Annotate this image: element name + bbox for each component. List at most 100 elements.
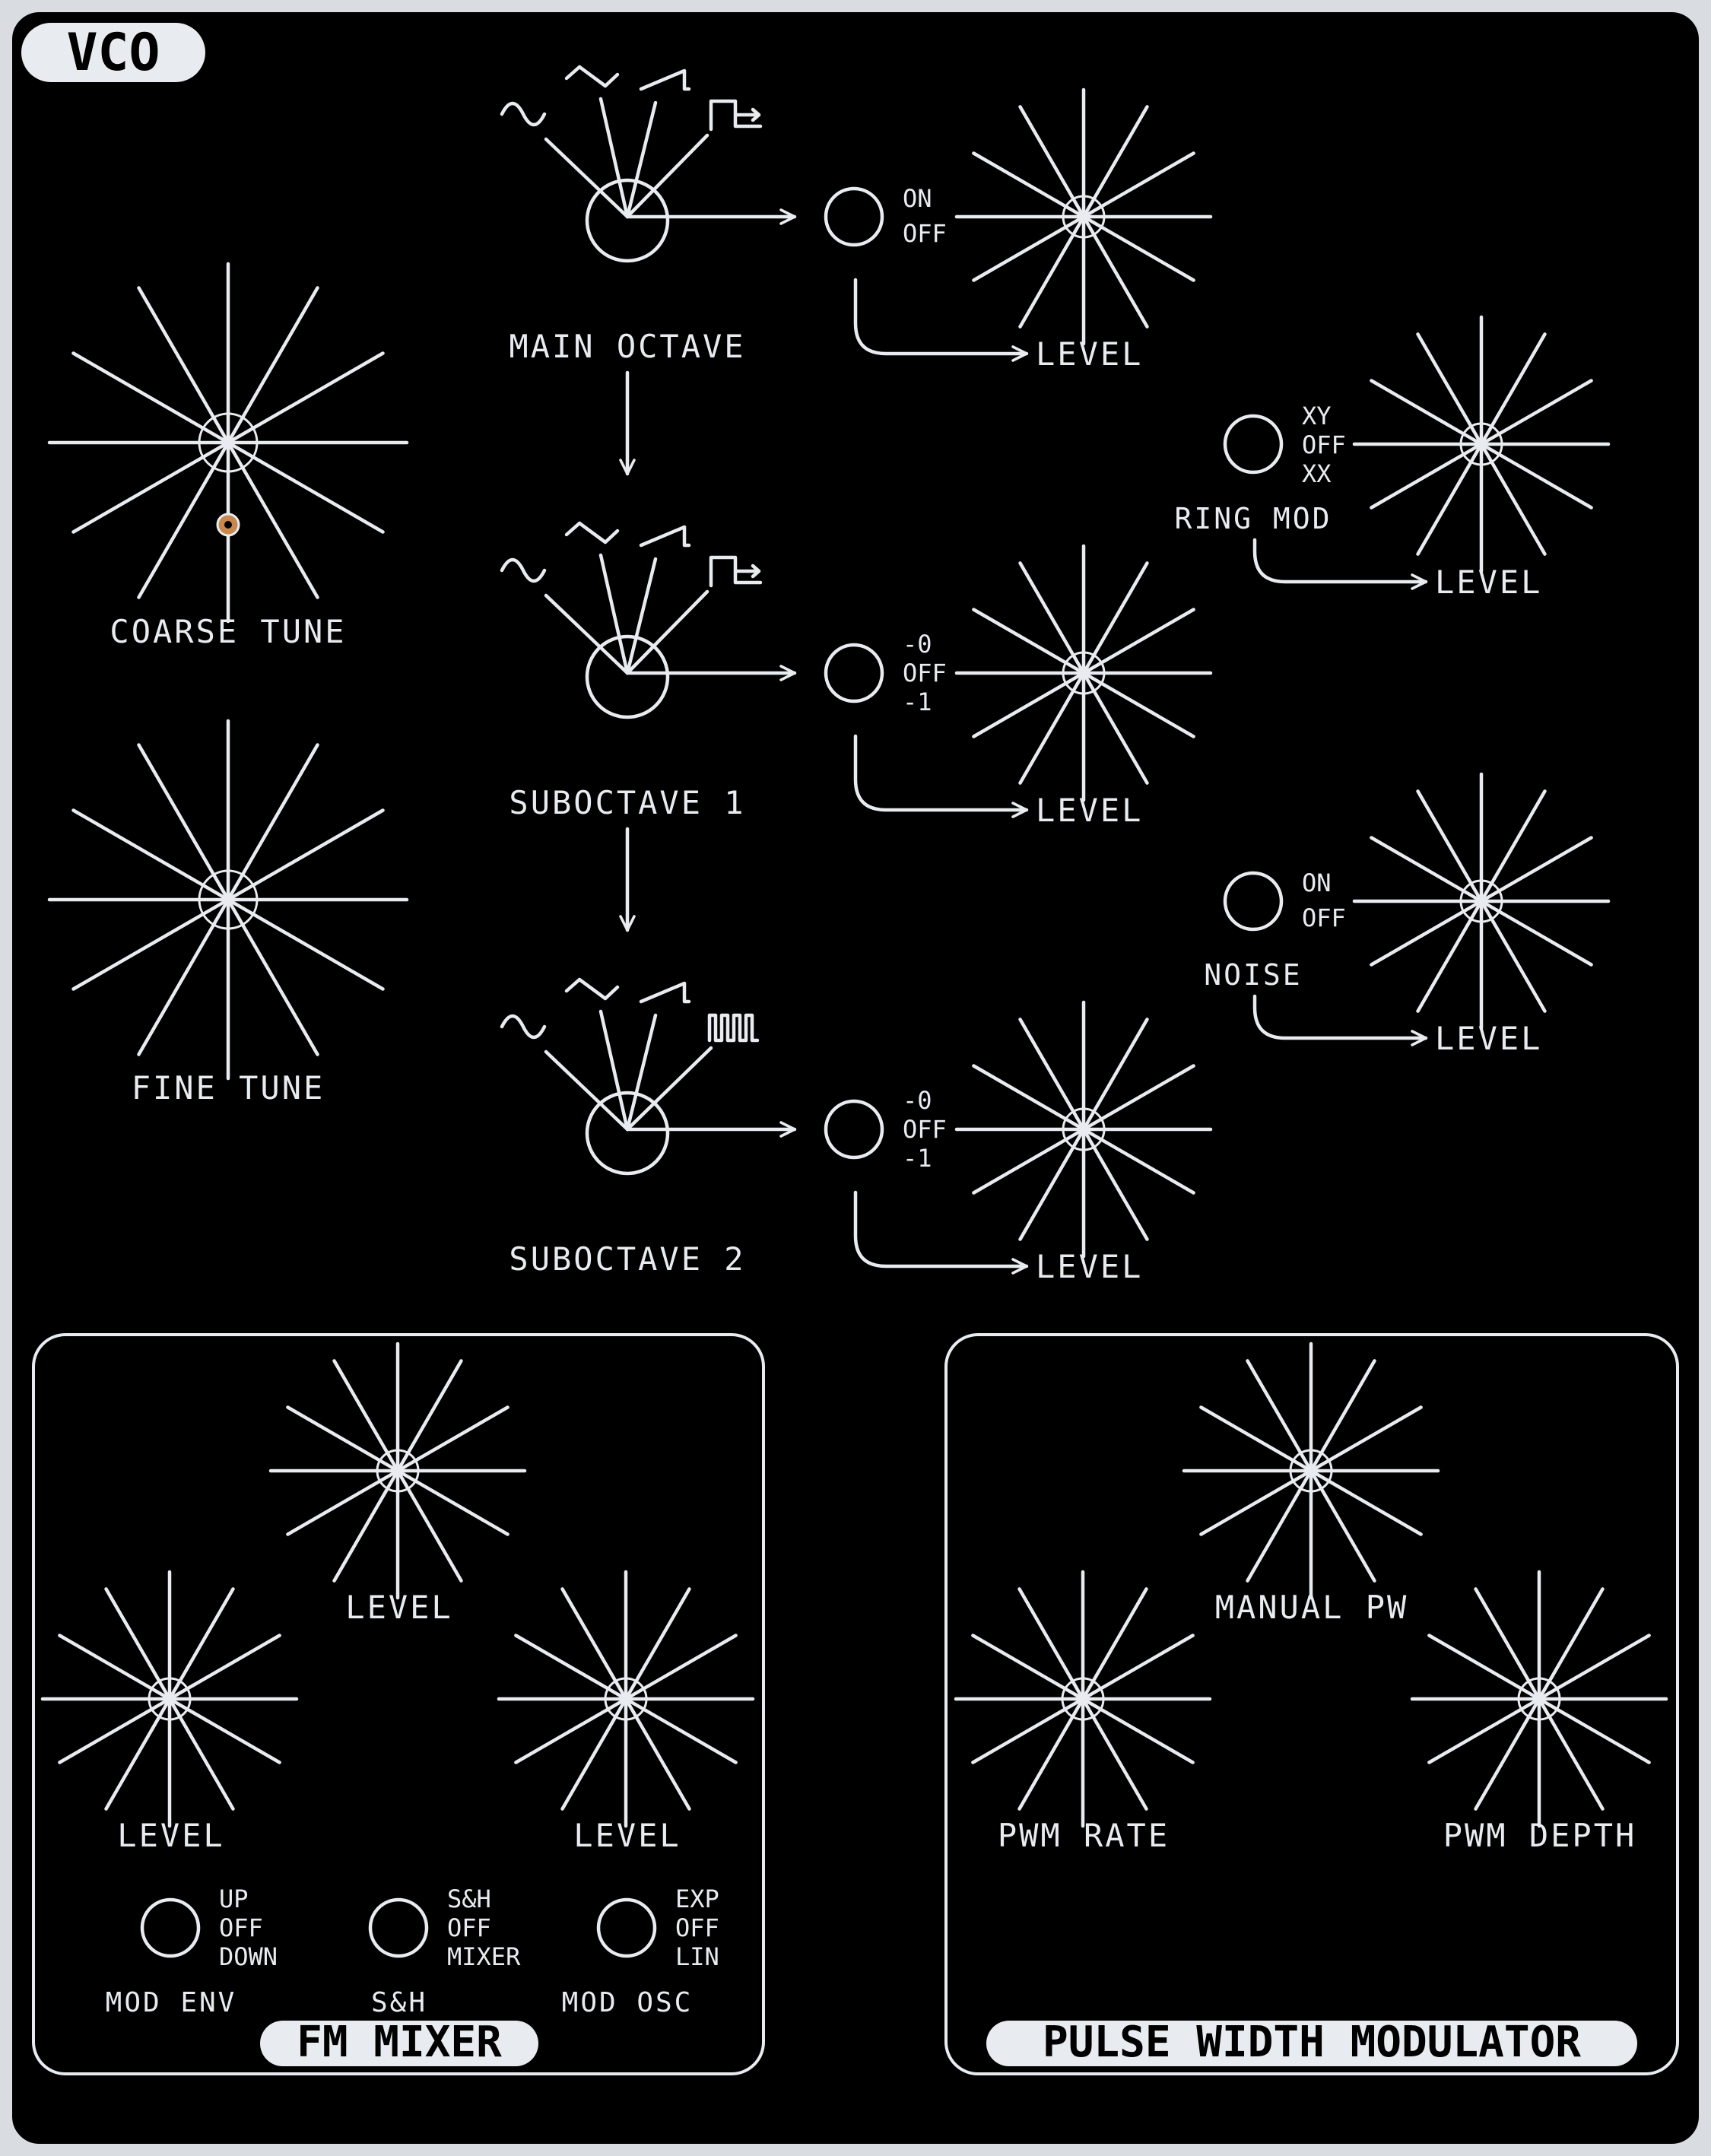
knob-ray xyxy=(1370,836,1593,967)
switch-option: -1 xyxy=(903,1144,932,1173)
knob-ray xyxy=(1427,1634,1651,1764)
switch-option: OFF xyxy=(1302,903,1346,932)
knob-ray xyxy=(71,351,385,534)
ring-mod-label: RING MOD xyxy=(1174,502,1332,535)
module-title-badge: VCO xyxy=(21,23,205,83)
switch-option: -1 xyxy=(903,687,932,716)
sine-wave-icon xyxy=(500,1014,547,1040)
suboctave-2-level-label: LEVEL xyxy=(1036,1248,1143,1285)
coarse-tune-knob[interactable] xyxy=(47,262,409,624)
switch-option: EXP xyxy=(675,1885,719,1913)
suboctave-1-level-label: LEVEL xyxy=(1036,792,1143,829)
mod-env-label: MOD ENV xyxy=(106,1987,237,2018)
knob-ray xyxy=(1199,1405,1423,1536)
knob-ray xyxy=(71,808,385,991)
pwm-section xyxy=(944,1333,1679,2075)
triangle-wave-icon xyxy=(564,521,620,545)
sample-hold-switch[interactable] xyxy=(368,1897,429,1958)
switch-option: -0 xyxy=(903,630,932,659)
mod-env-switch[interactable] xyxy=(140,1897,201,1958)
knob-ray xyxy=(972,1064,1195,1195)
pulse-width-icon xyxy=(709,555,763,588)
sine-wave-icon xyxy=(500,101,547,127)
main-octave-level-knob[interactable] xyxy=(954,87,1213,346)
fm-mixer-level-knob-top[interactable] xyxy=(268,1342,527,1600)
suboctave-2-switch[interactable] xyxy=(824,1099,884,1160)
pwm-rate-knob[interactable] xyxy=(954,1570,1212,1828)
fm-mixer-level-label: LEVEL xyxy=(117,1817,224,1854)
fm-mixer-level-knob-right[interactable] xyxy=(497,1570,755,1828)
noise-level-knob[interactable] xyxy=(1352,772,1611,1030)
mod-osc-label: MOD OSC xyxy=(562,1987,694,2018)
switch-option: ON xyxy=(1302,868,1332,897)
noise-level-label: LEVEL xyxy=(1435,1020,1542,1057)
switch-option: OFF xyxy=(903,1115,947,1144)
switch-option: ON xyxy=(903,184,932,213)
manual-pw-label: MANUAL PW xyxy=(1215,1589,1409,1626)
suboctave-1-level-knob[interactable] xyxy=(954,544,1213,802)
fine-tune-knob[interactable] xyxy=(47,719,409,1081)
mod-osc-switch[interactable] xyxy=(596,1897,657,1958)
main-octave-level-label: LEVEL xyxy=(1036,335,1143,373)
main-octave-waveform-selector[interactable] xyxy=(544,97,797,263)
fine-tune-label: FINE TUNE xyxy=(132,1069,325,1107)
suboctave-1-waveform-selector[interactable] xyxy=(544,553,797,719)
signal-arrow xyxy=(853,734,1029,818)
jack-hole xyxy=(224,521,232,529)
switch-option: OFF xyxy=(1302,430,1346,459)
ring-mod-level-knob[interactable] xyxy=(1352,315,1611,573)
switch-option: OFF xyxy=(219,1913,263,1942)
knob-ray xyxy=(1370,379,1593,510)
switch-option: UP xyxy=(219,1885,249,1913)
knob-ray xyxy=(58,1634,281,1764)
main-octave-switch[interactable] xyxy=(824,186,884,247)
module-title: VCO xyxy=(67,23,160,83)
knob-ray xyxy=(514,1634,738,1764)
fm-mixer-level-knob-left[interactable] xyxy=(40,1570,299,1828)
noise-switch[interactable] xyxy=(1223,871,1284,932)
switch-option: -0 xyxy=(903,1086,932,1115)
switch-option: OFF xyxy=(675,1913,719,1942)
switch-option: XY xyxy=(1302,402,1332,430)
signal-arrow xyxy=(853,278,1029,362)
pwm-depth-knob[interactable] xyxy=(1410,1570,1668,1828)
suboctave-1-label: SUBOCTAVE 1 xyxy=(509,784,745,821)
switch-option: OFF xyxy=(903,219,947,248)
fm-mixer-title: FM MIXER xyxy=(297,2018,502,2067)
main-octave-label: MAIN OCTAVE xyxy=(509,328,745,365)
saw-wave-icon xyxy=(639,68,691,91)
suboctave-2-label: SUBOCTAVE 2 xyxy=(509,1240,745,1278)
fm-mixer-section xyxy=(32,1333,765,2075)
square-pulses-icon xyxy=(707,1013,760,1043)
switch-option: OFF xyxy=(447,1913,491,1942)
switch-option: OFF xyxy=(903,659,947,687)
switch-option: S&H xyxy=(447,1885,491,1913)
ring-mod-switch[interactable] xyxy=(1223,414,1284,475)
saw-wave-icon xyxy=(639,525,691,548)
suboctave-1-switch[interactable] xyxy=(824,643,884,703)
fm-mixer-title-badge: FM MIXER xyxy=(260,2018,538,2067)
signal-arrow xyxy=(1252,994,1428,1046)
switch-option: MIXER xyxy=(447,1942,521,1971)
switch-option: DOWN xyxy=(219,1942,278,1971)
pwm-rate-label: PWM RATE xyxy=(998,1817,1170,1854)
fm-mixer-level-label: LEVEL xyxy=(345,1589,452,1626)
suboctave-2-waveform-selector[interactable] xyxy=(544,1009,797,1176)
suboctave-2-level-knob[interactable] xyxy=(954,1000,1213,1259)
sine-wave-icon xyxy=(500,557,547,583)
saw-wave-icon xyxy=(639,981,691,1004)
knob-ray xyxy=(286,1405,509,1536)
fm-mixer-level-label: LEVEL xyxy=(573,1817,681,1854)
coarse-tune-label: COARSE TUNE xyxy=(110,613,346,650)
ring-mod-level-label: LEVEL xyxy=(1435,564,1542,601)
pwm-depth-label: PWM DEPTH xyxy=(1443,1817,1637,1854)
signal-arrow xyxy=(1252,538,1428,590)
manual-pw-knob[interactable] xyxy=(1182,1342,1440,1600)
sample-hold-label: S&H xyxy=(371,1987,427,2018)
pwm-title-badge: PULSE WIDTH MODULATOR xyxy=(986,2018,1637,2067)
panel-body xyxy=(3,3,1708,2153)
knob-ray xyxy=(972,151,1195,282)
noise-label: NOISE xyxy=(1204,958,1302,992)
pulse-width-icon xyxy=(709,99,763,132)
